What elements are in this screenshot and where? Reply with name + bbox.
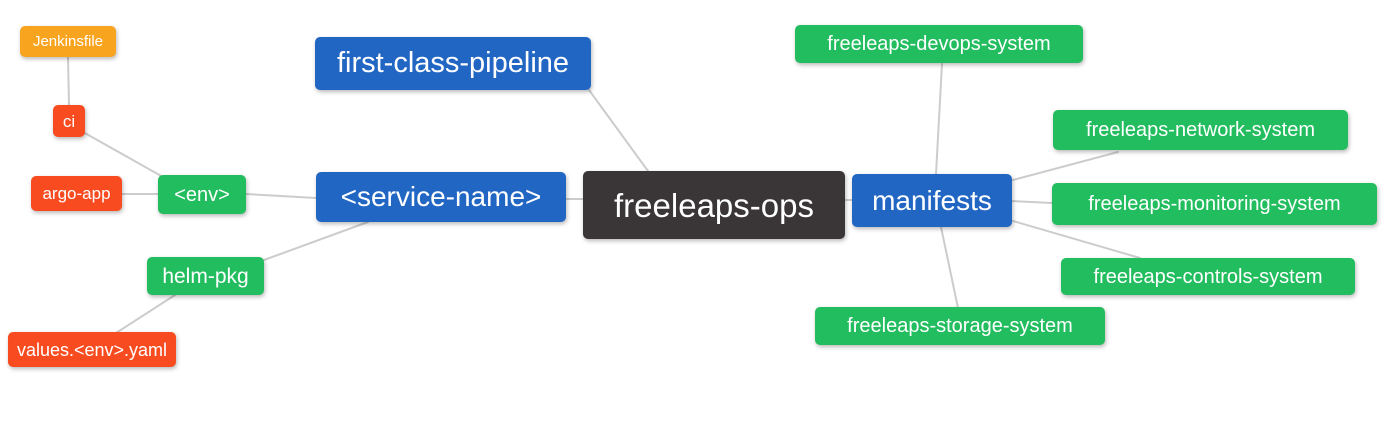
node-jenkinsfile[interactable]: Jenkinsfile	[20, 26, 116, 57]
node-env[interactable]: <env>	[158, 175, 246, 214]
node-freeleaps-monitoring-system[interactable]: freeleaps-monitoring-system	[1052, 183, 1377, 225]
node-service-name[interactable]: <service-name>	[316, 172, 566, 222]
node-values-env-yaml[interactable]: values.<env>.yaml	[8, 332, 176, 367]
edge-manifests--freeleaps-monitoring-system	[1011, 200, 1053, 204]
node-helm-pkg[interactable]: helm-pkg	[147, 257, 264, 295]
edge-manifests--freeleaps-storage-system	[940, 226, 959, 309]
node-first-class-pipeline[interactable]: first-class-pipeline	[315, 37, 591, 90]
node-freeleaps-controls-system[interactable]: freeleaps-controls-system	[1061, 258, 1355, 295]
edge-first-class-pipeline--freeleaps-ops	[588, 89, 649, 172]
edge-jenkinsfile--ci	[67, 56, 70, 106]
edge-service-name--helm-pkg	[263, 221, 369, 261]
node-freeleaps-devops-system[interactable]: freeleaps-devops-system	[795, 25, 1083, 63]
edge-manifests--freeleaps-controls-system	[1012, 220, 1141, 259]
edge-manifests--freeleaps-devops-system	[935, 63, 943, 175]
node-manifests[interactable]: manifests	[852, 174, 1012, 227]
node-freeleaps-storage-system[interactable]: freeleaps-storage-system	[815, 307, 1105, 345]
edge-env--service-name	[245, 193, 317, 199]
edge-ci--env	[82, 131, 164, 178]
node-ci[interactable]: ci	[53, 105, 85, 137]
edge-manifests--freeleaps-network-system	[1012, 151, 1119, 181]
node-argo-app[interactable]: argo-app	[31, 176, 122, 211]
edge-helm-pkg--values-env-yaml	[115, 294, 176, 334]
node-freeleaps-network-system[interactable]: freeleaps-network-system	[1053, 110, 1348, 150]
node-freeleaps-ops[interactable]: freeleaps-ops	[583, 171, 845, 239]
